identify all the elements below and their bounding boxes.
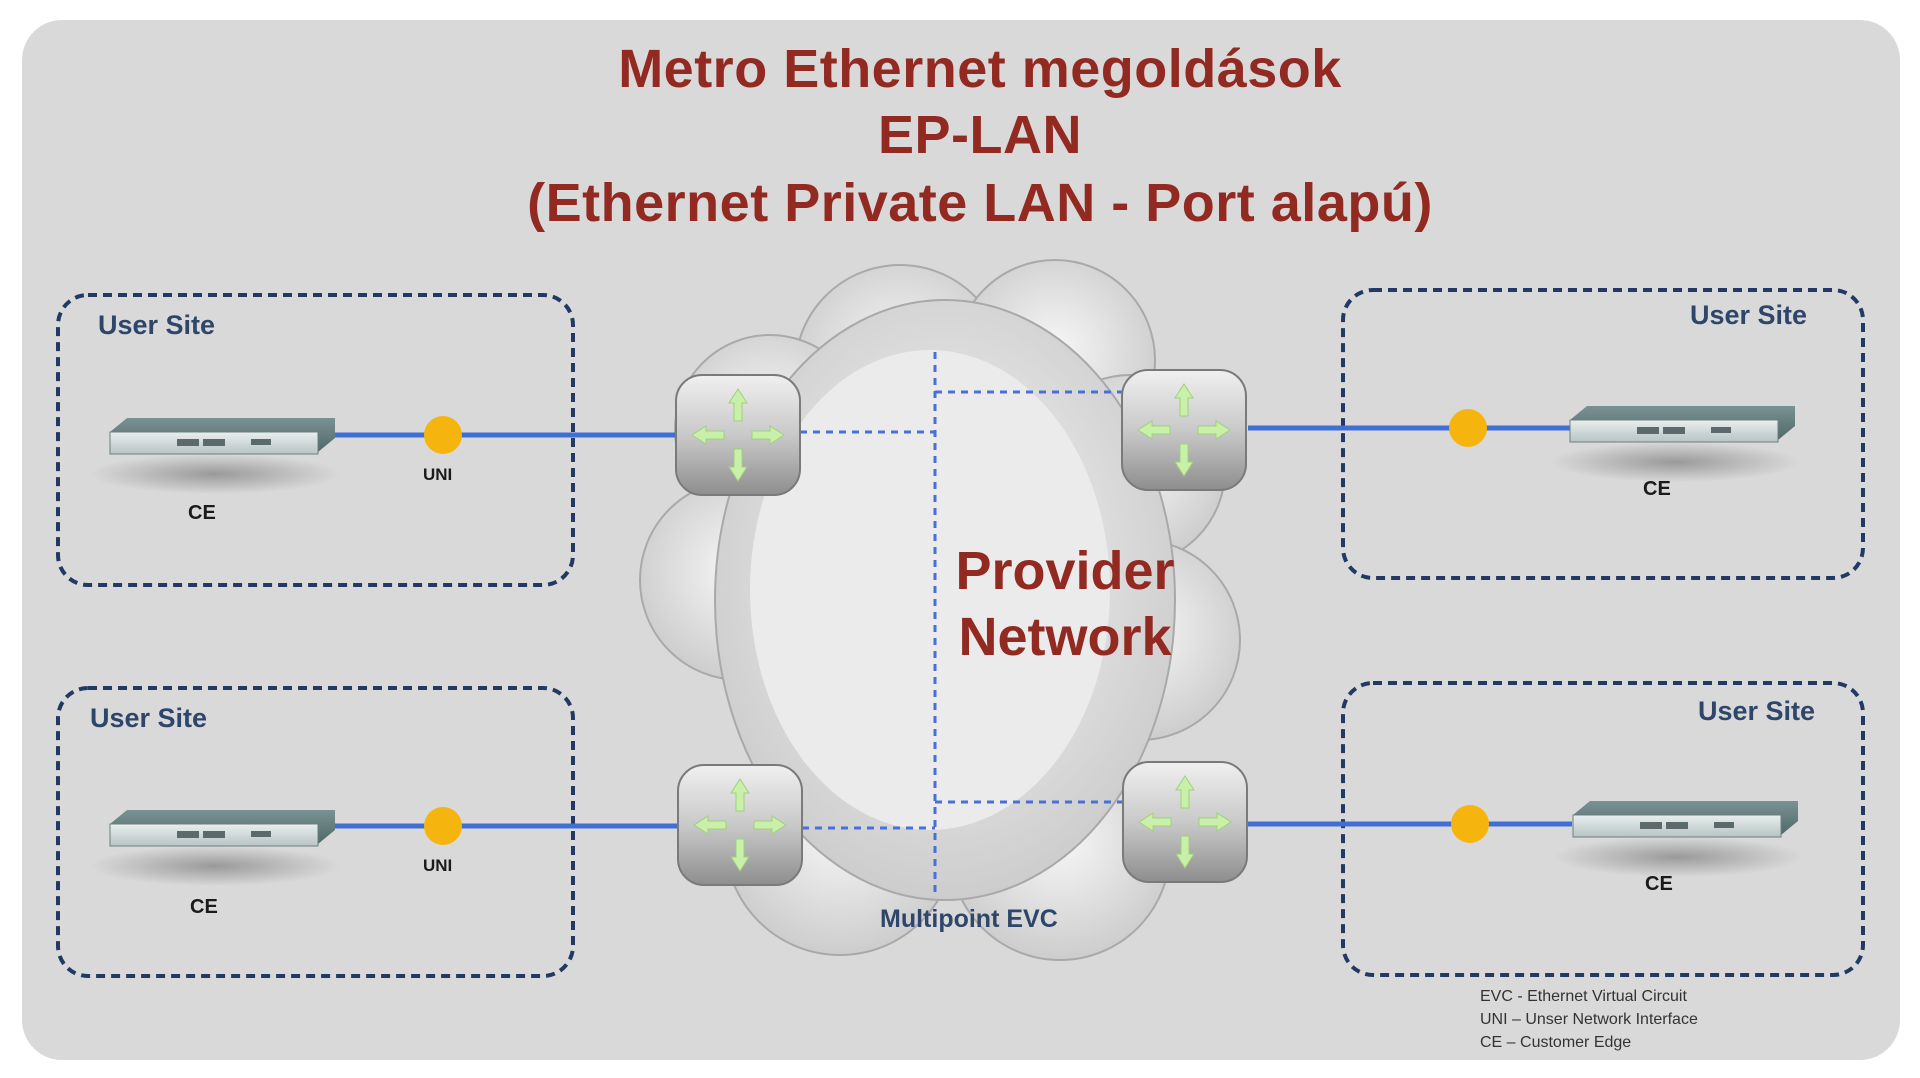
- user-site-label-top-left: User Site: [98, 310, 216, 340]
- legend-item-ce: CE – Customer Edge: [1480, 1034, 1632, 1051]
- user-site-label-top-right: User Site: [1690, 300, 1808, 330]
- switch-icon-top-left: [90, 418, 340, 494]
- user-site-label-bottom-left: User Site: [90, 703, 208, 733]
- title-line-1: Metro Ethernet megoldások: [618, 39, 1342, 99]
- uni-dot-top-right: [1449, 409, 1487, 447]
- router-icon-bottom-left: [677, 764, 803, 886]
- uni-label-top-left: UNI: [423, 465, 453, 484]
- switch-icon-bottom-left: [90, 810, 340, 886]
- router-icon-top-right: [1121, 369, 1247, 491]
- provider-network-label: Provider Network: [930, 538, 1200, 670]
- evc-lines: [800, 352, 1122, 895]
- provider-label-line-2: Network: [958, 607, 1172, 667]
- provider-label-line-1: Provider: [955, 541, 1175, 601]
- uni-dot-top-left: [424, 416, 462, 454]
- user-site-box-top-left: [56, 293, 575, 587]
- uni-dot-bottom-right: [1451, 805, 1489, 843]
- cloud-highlight: [750, 350, 1110, 830]
- user-site-box-top-right: [1341, 288, 1865, 580]
- ce-label-bottom-left: CE: [190, 896, 218, 918]
- title-line-3: (Ethernet Private LAN - Port alapú): [527, 173, 1433, 233]
- legend-item-uni: UNI – Unser Network Interface: [1480, 1011, 1698, 1028]
- ce-label-top-left: CE: [188, 502, 216, 524]
- ce-label-top-right: CE: [1643, 478, 1671, 500]
- user-site-label-bottom-right: User Site: [1698, 696, 1816, 726]
- router-icon-top-left: [675, 374, 801, 496]
- router-icon-bottom-right: [1122, 761, 1248, 883]
- title-line-2: EP-LAN: [878, 105, 1082, 165]
- legend-item-evc: EVC - Ethernet Virtual Circuit: [1480, 988, 1687, 1005]
- uni-dot-bottom-left: [424, 807, 462, 845]
- legend: EVC - Ethernet Virtual Circuit UNI – Uns…: [1480, 985, 1698, 1054]
- uni-label-bottom-left: UNI: [423, 856, 453, 875]
- switch-icon-top-right: [1550, 406, 1800, 482]
- user-site-box-bottom-right: [1341, 681, 1865, 977]
- multipoint-evc-label: Multipoint EVC: [880, 905, 1058, 933]
- switch-icon-bottom-right: [1553, 801, 1803, 877]
- ce-label-bottom-right: CE: [1645, 873, 1673, 895]
- user-site-box-bottom-left: [56, 686, 575, 978]
